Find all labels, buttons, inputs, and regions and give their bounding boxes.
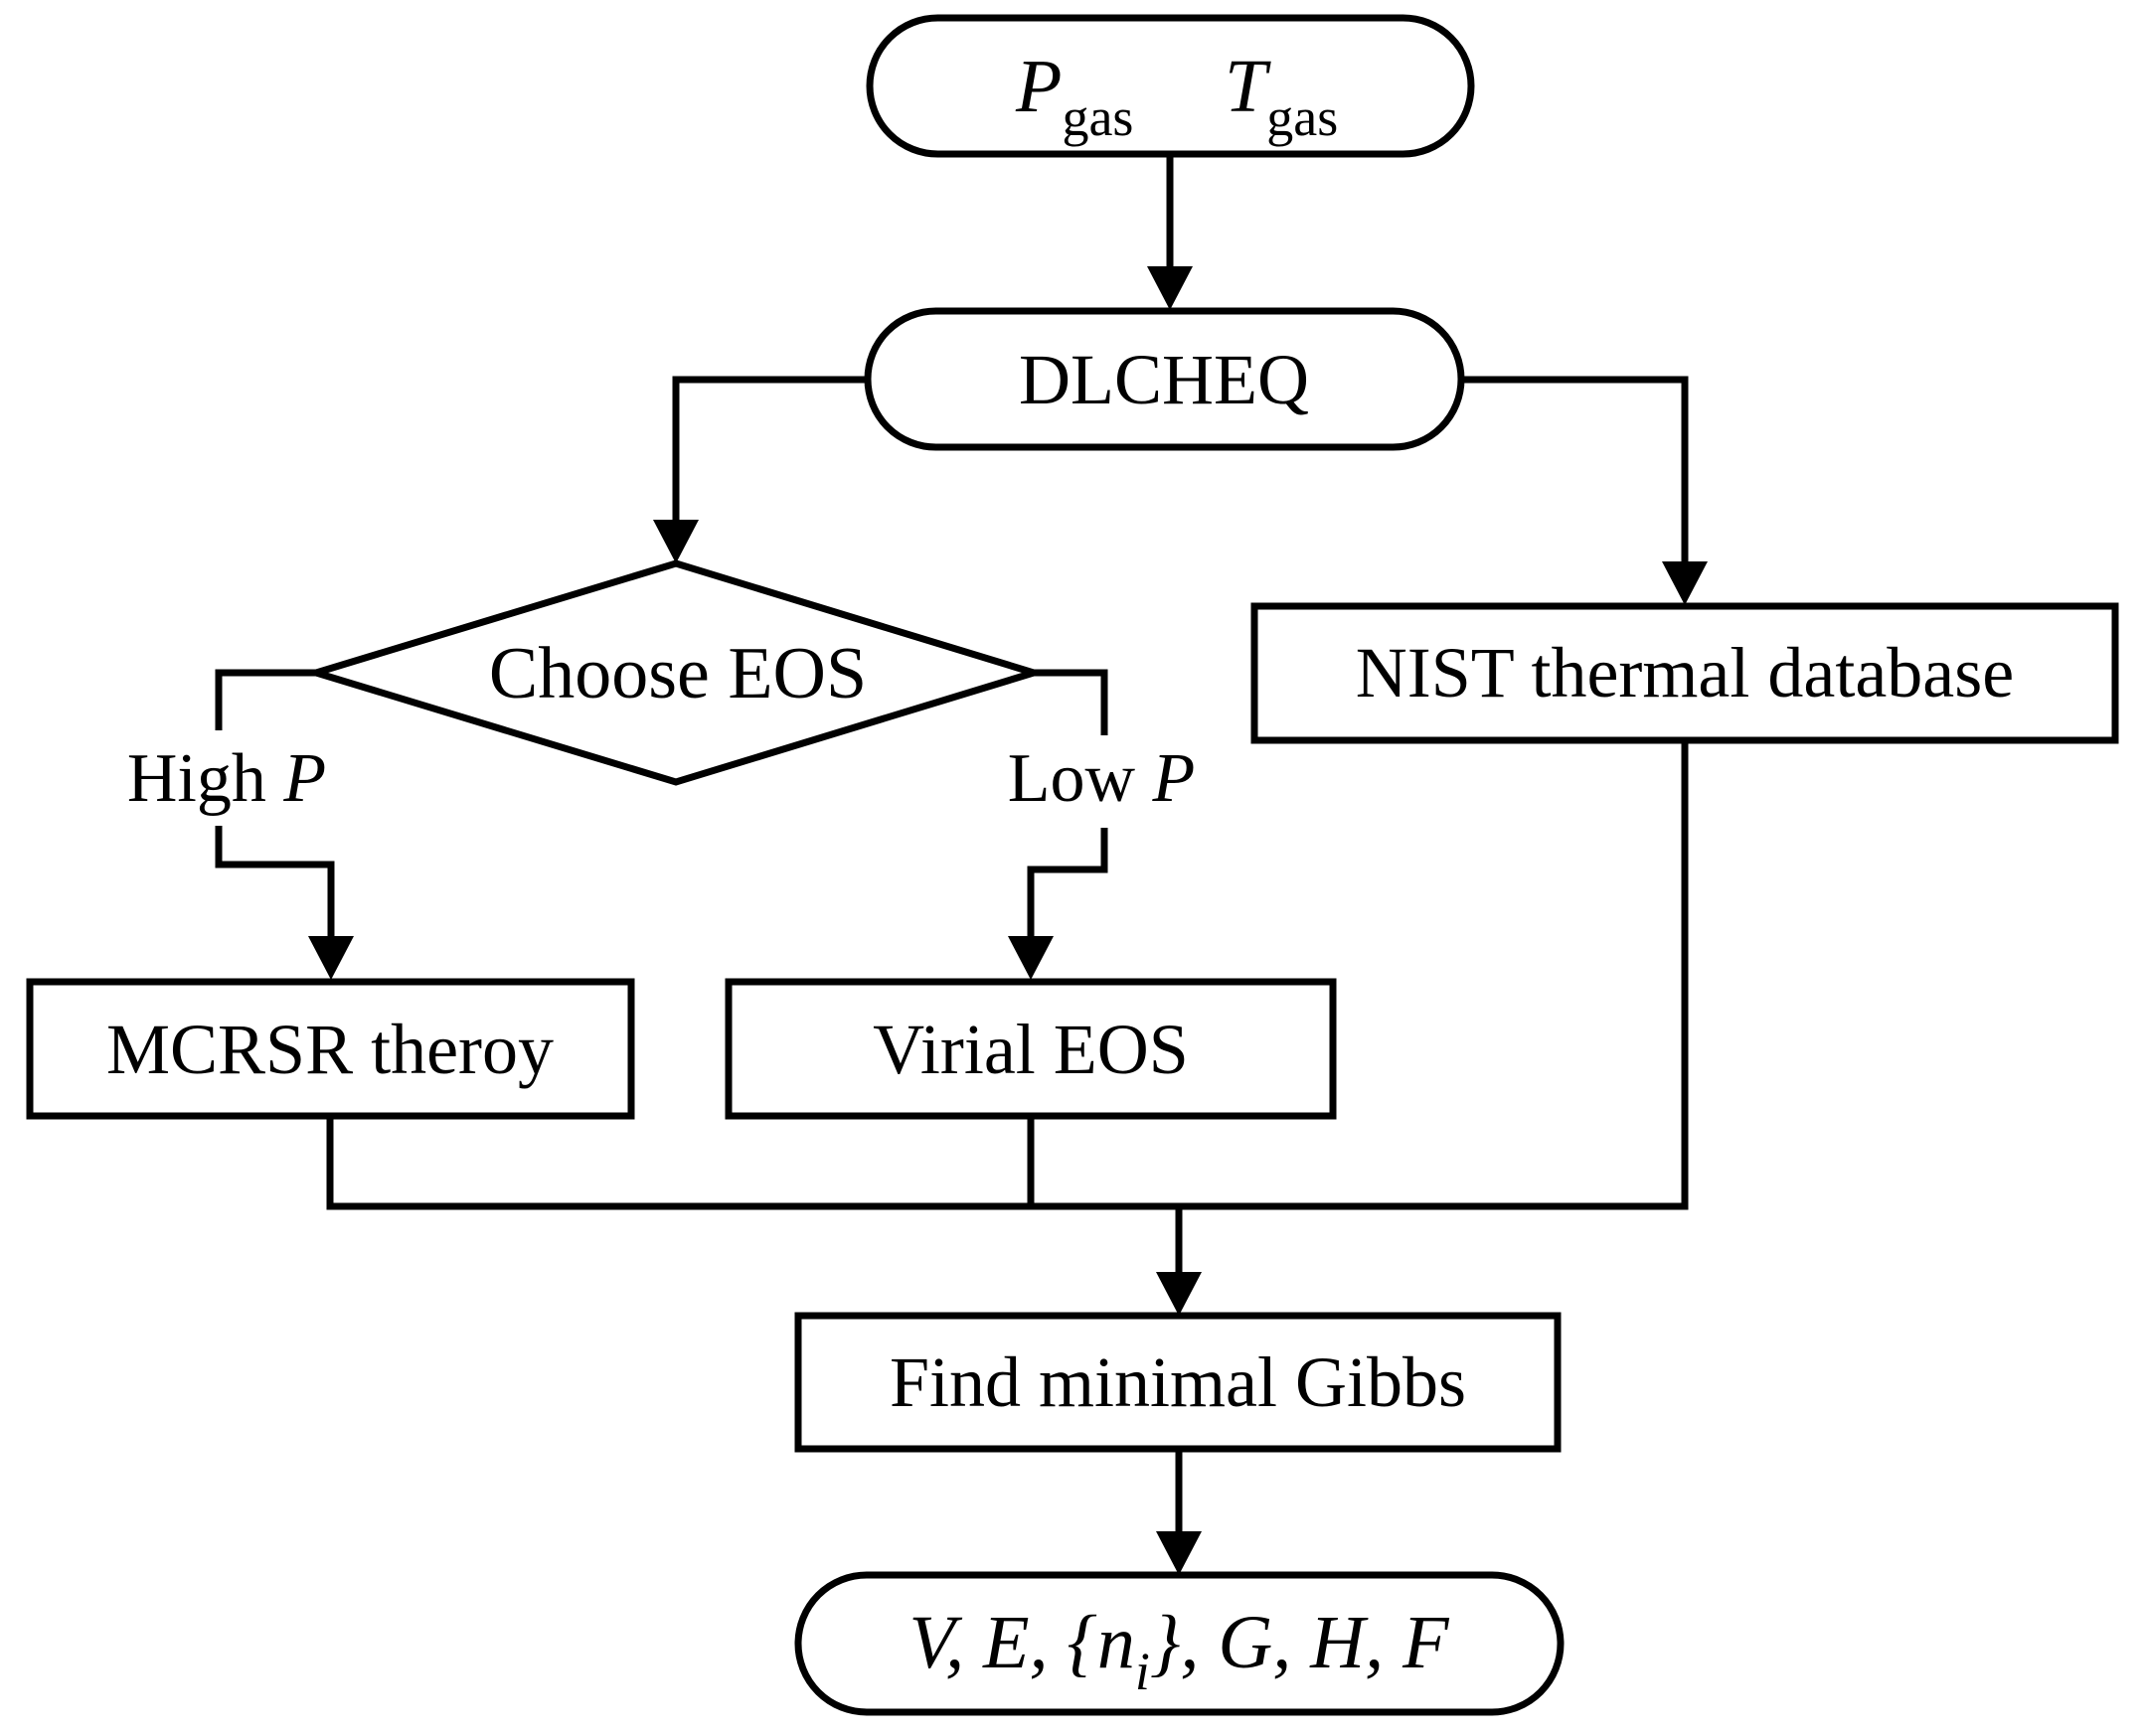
virial-label: Virial EOS: [873, 1010, 1189, 1089]
mcrsr-shape: [26, 978, 635, 1120]
node-nist: NIST thermal database: [1250, 602, 2119, 744]
choose-eos-label: Choose EOS: [489, 633, 867, 714]
gibbs-label: Find minimal Gibbs: [890, 1342, 1466, 1422]
node-dlcheq: DLCHEQ: [864, 307, 1465, 451]
connectors: [215, 150, 1708, 1575]
arrowhead-dlcheq: [1147, 266, 1193, 310]
edge-chooseeos-mcrsr: [215, 669, 335, 941]
edge-chooseeos-virial: [1027, 669, 1108, 941]
arrowhead-mcrsr: [308, 936, 354, 980]
node-mcrsr: MCRSR theroy: [26, 978, 635, 1120]
arrowhead-chooseeos: [653, 520, 699, 563]
edge-label-high-p: High P: [111, 730, 342, 826]
node-virial: Virial EOS: [725, 978, 1337, 1120]
choose-eos-diamond-shape: [303, 559, 1046, 786]
arrowhead-nist: [1662, 561, 1708, 605]
gibbs-shape: [794, 1312, 1562, 1453]
node-gibbs: Find minimal Gibbs: [794, 1312, 1562, 1453]
low-p-label-mask: [994, 735, 1211, 828]
low-p-label: Low P: [1008, 740, 1196, 817]
node-choose-eos: Choose EOS: [303, 559, 1046, 786]
nist-label: NIST thermal database: [1356, 633, 2014, 712]
arrowhead-virial: [1008, 936, 1054, 980]
mcrsr-label: MCRSR theroy: [106, 1010, 554, 1089]
arrowhead-gibbs: [1156, 1272, 1202, 1316]
high-p-label: High P: [127, 740, 326, 817]
high-p-label-mask: [111, 730, 342, 826]
output-terminator-label: V, E, {ni}, G, H, F: [908, 1601, 1450, 1701]
dlcheq-label: DLCHEQ: [1019, 340, 1309, 419]
arrowhead-output: [1156, 1531, 1202, 1575]
edge-label-low-p: Low P: [994, 735, 1211, 828]
dlcheq-shape: [864, 307, 1465, 451]
edge-dlcheq-chooseeos: [672, 376, 872, 525]
node-output: V, E, {ni}, G, H, F: [794, 1571, 1565, 1716]
output-terminator-shape: [794, 1571, 1565, 1716]
edge-dlcheq-nist: [1457, 376, 1689, 566]
virial-shape: [725, 978, 1337, 1120]
nist-shape: [1250, 602, 2119, 744]
start-terminator-shape: [866, 14, 1475, 158]
